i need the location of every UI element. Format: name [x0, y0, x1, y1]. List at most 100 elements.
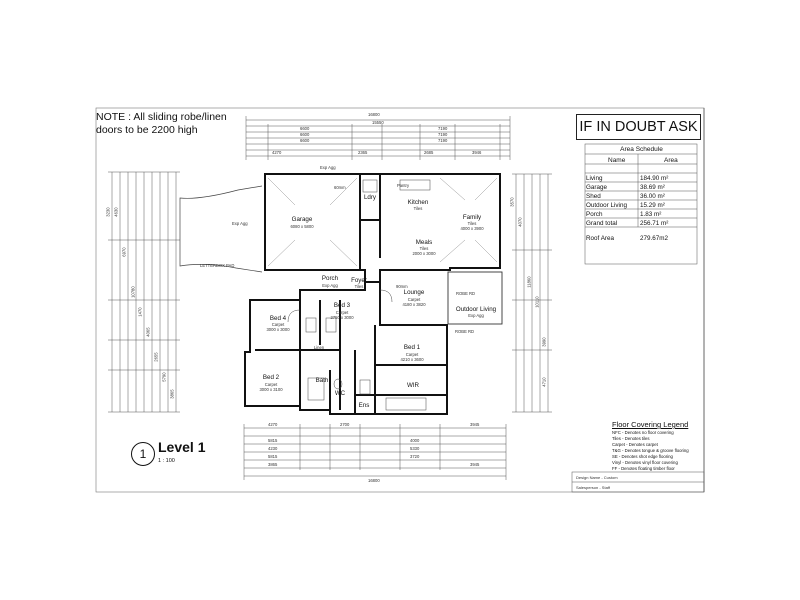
schedule-grand-total-row: Grand total 256.71 m² [586, 219, 694, 228]
dim-bottom-row1b: 2700 [340, 422, 350, 427]
room-label-bed1: Bed 1 [403, 344, 421, 351]
room-spec-kitchen: Tiles [413, 206, 423, 211]
dim-left: 1470 [137, 307, 143, 317]
family-hip-lines [439, 177, 498, 263]
room-label-kitchen: Kitchen [407, 199, 429, 206]
schedule-row-name: Porch [586, 211, 603, 218]
title-block [571, 471, 705, 493]
if-in-doubt-ask-banner: IF IN DOUBT ASK [576, 114, 701, 140]
room-spec-meals: Tiles [419, 246, 429, 251]
dim-top-row4a: 6600 [300, 132, 310, 137]
room-dims-bed3: 2750 x 3000 [330, 315, 354, 320]
room-label-outdoor-living: Outdoor Living [455, 306, 497, 313]
dim-left: 5790 [161, 372, 167, 382]
schedule-row-name: Garage [586, 184, 608, 191]
dim-left: 4630 [113, 207, 119, 217]
schedule-row: Living 184.90 m² [586, 174, 694, 183]
dim-top-row5b: 7190 [438, 138, 448, 143]
house-walls [244, 173, 501, 415]
room-spec-outdoor-living: Exp Agg [468, 313, 484, 318]
dim-right: 11860 [526, 276, 532, 288]
dim-bottom-row5a: 3865 [268, 462, 278, 467]
exp-agg-left-label: Exp Agg [232, 221, 248, 226]
dim-bottom-row4a: 5815 [268, 454, 278, 459]
salesperson: Salesperson - Staff [576, 485, 610, 490]
dim-bottom-row1a: 4270 [268, 422, 278, 427]
room-label-porch: Porch [321, 275, 339, 282]
schedule-row: Porch 1.83 m² [586, 210, 694, 219]
door-height-note: doors to be 2200 high [96, 124, 198, 136]
floor-covering-legend-title: Floor Covering Legend [612, 420, 689, 429]
outdoor-living-slab [447, 271, 503, 325]
dim-bottom-row2a: 5815 [268, 438, 278, 443]
room-dims-bed1: 4210 x 3600 [400, 357, 424, 362]
schedule-row-name: Shed [586, 193, 601, 200]
room-label-foyer: Foyer [351, 277, 367, 284]
dim-top-row2: 15550 [372, 120, 384, 125]
room-dims-lounge: 4180 x 3820 [402, 302, 426, 307]
dim-top-row3a: 6600 [300, 126, 310, 131]
room-dims-bed2: 3000 x 3100 [259, 387, 283, 392]
level-title: Level 1 [158, 439, 206, 455]
grand-total-label: Grand total [586, 220, 618, 227]
garage-hip-lines [267, 177, 358, 267]
dim-top-row6c: 2685 [424, 150, 434, 155]
dim-left: 10780 [130, 286, 136, 298]
robe-note-left: ROBE RD [455, 329, 475, 334]
bottom-dimension-lines [243, 424, 507, 480]
dim-left: 6970 [121, 247, 127, 257]
room-dims-bed4: 3000 x 3000 [266, 327, 290, 332]
room-spec-porch: Exp Agg [322, 283, 338, 288]
room-spec-bed1: Carpet [405, 352, 419, 357]
dim-top-row5a: 6600 [300, 138, 310, 143]
level-scale: 1 : 100 [158, 458, 175, 464]
room-label-lounge: Lounge [403, 289, 425, 296]
left-dimension-lines [108, 171, 180, 413]
schedule-row-name: Living [586, 175, 603, 182]
legend-item: SE - Denotes shot edge flooring [612, 454, 673, 459]
schedule-row: Shed 36.00 m² [586, 192, 694, 201]
room-label-family: Family [462, 214, 482, 221]
dim-top-row3b: 7190 [438, 126, 448, 131]
room-spec-lounge: Carpet [407, 297, 421, 302]
room-spec-family: Tiles [467, 221, 477, 226]
room-label-meals: Meals [415, 239, 433, 246]
room-label-bath: Bath [315, 377, 329, 384]
roof-area-label: Roof Area [586, 235, 615, 242]
fixtures [287, 179, 431, 411]
schedule-header-name: Name [608, 157, 626, 164]
schedule-row-area: 36.00 m² [640, 193, 665, 200]
room-label-garage: Garage [291, 216, 313, 223]
room-label-bed4: Bed 4 [269, 315, 287, 322]
room-dims-family: 4000 x 3900 [460, 226, 484, 231]
dim-top-row6d: 3946 [472, 150, 482, 155]
sliding-robe-note: NOTE : All sliding robe/linen [96, 111, 227, 123]
room-label-wc: WC [334, 390, 346, 397]
design-name: Design Name - Custom [576, 475, 618, 480]
letterbox-pad-label: LETTERBOX PAD [200, 263, 235, 268]
room-label-bed3: Bed 3 [333, 302, 351, 309]
room-label-bed2: Bed 2 [262, 374, 280, 381]
room-spec-bed4: Carpet [271, 322, 285, 327]
legend-item: T&G - Denotes tongue & groove flooring [612, 448, 689, 453]
dim-left: 4065 [145, 327, 151, 337]
dim-top-row4b: 7190 [438, 132, 448, 137]
legend-item: Tiles - Denotes tiles [612, 436, 650, 441]
dim-top-row6a: 4270 [272, 150, 282, 155]
grand-total-value: 256.71 m² [640, 220, 669, 227]
area-schedule-table [584, 143, 698, 265]
dim-left: 2655 [153, 352, 159, 362]
room-label-wir: WIR [406, 382, 420, 389]
schedule-row-area: 15.29 m² [640, 202, 665, 209]
dim-bottom-overall: 16800 [368, 478, 380, 483]
schedule-row: Outdoor Living 15.29 m² [586, 201, 694, 210]
room-dims-meals: 2000 x 3000 [412, 251, 436, 256]
room-spec-bed2: Carpet [264, 382, 278, 387]
door-width-label: 60mm [334, 185, 346, 190]
room-label-linen: Linen [313, 345, 325, 350]
dim-left: 3230 [105, 207, 111, 217]
dim-bottom-row1c: 3945 [470, 422, 480, 427]
room-label-ens: Ens [358, 402, 370, 409]
roof-area-value: 279.67m2 [640, 235, 669, 242]
